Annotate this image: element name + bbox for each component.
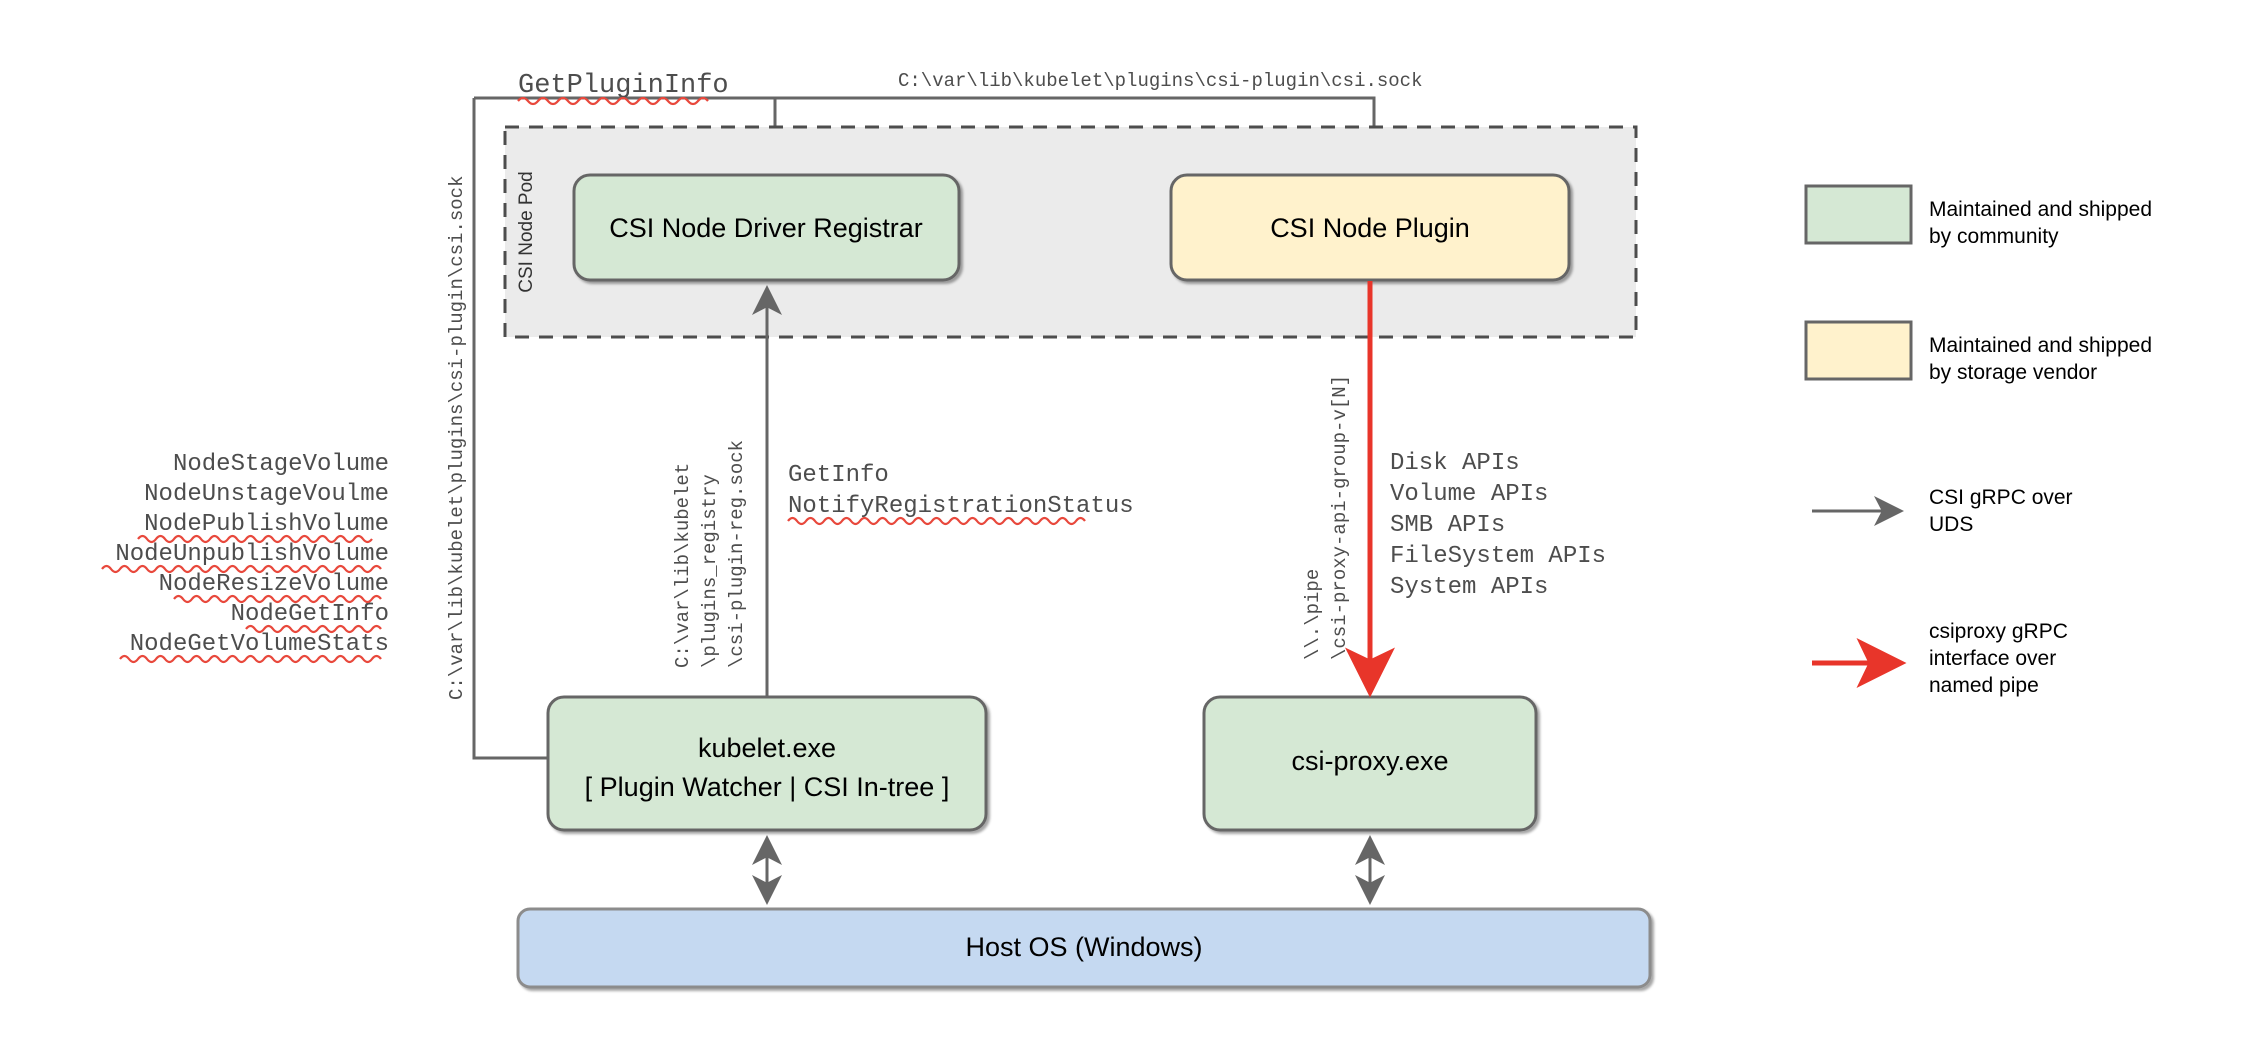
named-pipe-line-1: \csi-proxy-api-group-v[N] bbox=[1329, 375, 1351, 660]
csi-proxy-api-item-3: FileSystem APIs bbox=[1390, 543, 1606, 570]
node-api-spellcheck-3 bbox=[101, 564, 382, 574]
csi-proxy-api-item-0: Disk APIs bbox=[1390, 450, 1520, 477]
legend-swatch-storage-vendor bbox=[1804, 320, 1913, 381]
top-socket-path-label: C:\var\lib\kubelet\plugins\csi-plugin\cs… bbox=[898, 70, 1423, 92]
registry-path-line-1: \plugins_registry bbox=[699, 474, 721, 668]
legend-label-vendor-line2: by storage vendor bbox=[1929, 361, 2097, 384]
node-api-list: NodeStageVolume NodeUnstageVoulme NodePu… bbox=[101, 451, 389, 664]
legend-label-community-line2: by community bbox=[1929, 225, 2059, 248]
node-api-item-0: NodeStageVolume bbox=[173, 451, 389, 478]
kubelet-csi-sock-vertical-label: C:\var\lib\kubelet\plugins\csi-plugin\cs… bbox=[446, 176, 468, 701]
csi-proxy-api-list: Disk APIs Volume APIs SMB APIs FileSyste… bbox=[1390, 450, 1606, 601]
legend-label-csi-grpc-line1: CSI gRPC over bbox=[1929, 486, 2073, 509]
legend-label-csiproxy-line2: interface over bbox=[1929, 647, 2056, 670]
node-api-item-6: NodeGetVolumeStats bbox=[130, 631, 389, 658]
csi-node-driver-registrar-label: CSI Node Driver Registrar bbox=[609, 213, 923, 243]
getplugininfo-spellcheck-underline bbox=[517, 96, 709, 106]
registry-path-line-2: \csi-plugin-reg.sock bbox=[726, 440, 748, 668]
notifyregistrationstatus-spellcheck-underline bbox=[787, 516, 1086, 526]
notifyregistrationstatus-label: NotifyRegistrationStatus bbox=[788, 493, 1134, 520]
node-api-spellcheck-6 bbox=[119, 654, 382, 664]
host-os-box[interactable] bbox=[516, 907, 1652, 989]
csi-node-plugin-label: CSI Node Plugin bbox=[1270, 213, 1470, 243]
node-api-spellcheck-4 bbox=[173, 594, 382, 604]
csi-proxy-label: csi-proxy.exe bbox=[1291, 746, 1448, 776]
node-api-item-5: NodeGetInfo bbox=[231, 601, 389, 628]
node-api-spellcheck-2 bbox=[137, 534, 373, 544]
getplugininfo-label: GetPluginInfo bbox=[518, 71, 729, 101]
registry-path-line-0: C:\var\lib\kubelet bbox=[672, 463, 694, 668]
kubelet-box[interactable] bbox=[546, 695, 988, 832]
host-os-label: Host OS (Windows) bbox=[965, 932, 1202, 962]
csi-proxy-api-item-4: System APIs bbox=[1390, 574, 1548, 601]
legend-label-csiproxy-line3: named pipe bbox=[1929, 674, 2039, 697]
node-api-item-3: NodeUnpublishVolume bbox=[115, 541, 389, 568]
legend-label-csi-grpc-line2: UDS bbox=[1929, 513, 1973, 536]
node-api-item-4: NodeResizeVolume bbox=[159, 571, 389, 598]
kubelet-label-line1: kubelet.exe bbox=[698, 733, 836, 763]
csi-node-plugin-box[interactable] bbox=[1169, 173, 1571, 282]
legend-label-vendor-line1: Maintained and shipped bbox=[1929, 334, 2152, 357]
csi-proxy-api-item-2: SMB APIs bbox=[1390, 512, 1505, 539]
kubelet-label-line2: [ Plugin Watcher | CSI In-tree ] bbox=[585, 772, 950, 802]
csi-node-pod-label: CSI Node Pod bbox=[516, 171, 537, 292]
legend-label-csiproxy-line1: csiproxy gRPC bbox=[1929, 620, 2068, 643]
csi-proxy-api-item-1: Volume APIs bbox=[1390, 481, 1548, 508]
node-api-item-1: NodeUnstageVoulme bbox=[144, 481, 389, 508]
node-api-item-2: NodePublishVolume bbox=[144, 511, 389, 538]
named-pipe-line-0: \\.\pipe bbox=[1302, 569, 1324, 660]
legend-label-community-line1: Maintained and shipped bbox=[1929, 198, 2152, 221]
node-api-spellcheck-5 bbox=[245, 624, 382, 634]
csi-node-driver-registrar-box[interactable] bbox=[572, 173, 961, 282]
legend: Maintained and shipped by community Main… bbox=[1804, 184, 2152, 697]
getinfo-label: GetInfo bbox=[788, 462, 889, 489]
legend-swatch-community bbox=[1804, 184, 1913, 245]
